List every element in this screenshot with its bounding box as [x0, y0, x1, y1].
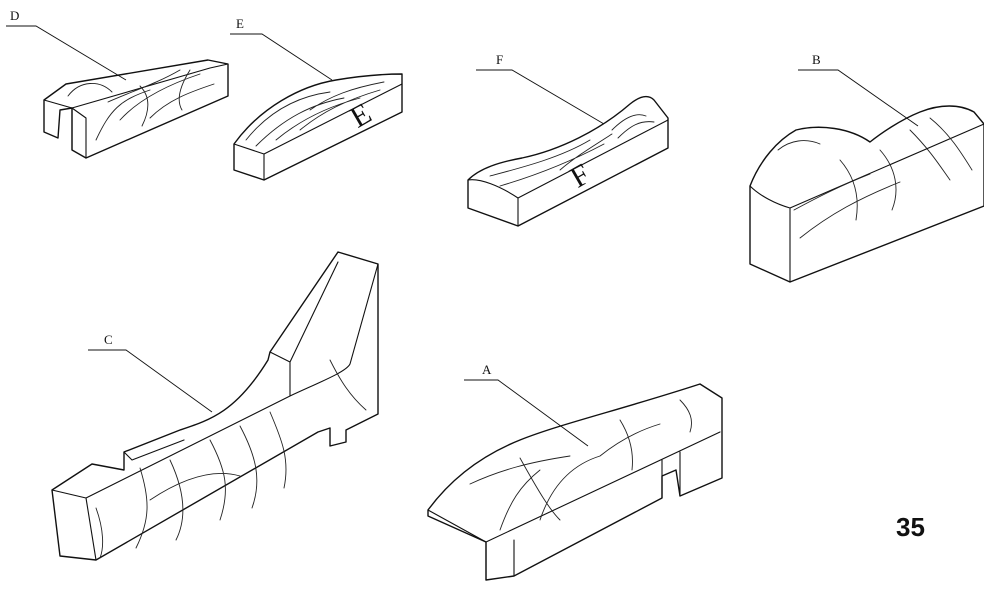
piece-d-grain	[67, 69, 215, 141]
piece-b-body	[749, 105, 984, 283]
piece-a: A	[427, 362, 723, 581]
piece-e-grain	[245, 81, 385, 147]
piece-c: C	[51, 251, 379, 561]
piece-f-leader	[476, 69, 605, 125]
piece-d-leader	[6, 25, 127, 81]
piece-d: D	[6, 8, 229, 159]
piece-f-label: F	[496, 52, 503, 67]
piece-a-body	[427, 383, 723, 581]
piece-b-leader	[798, 69, 919, 127]
piece-f-grain	[489, 114, 655, 187]
piece-c-label: C	[104, 332, 113, 347]
piece-a-edges	[427, 431, 721, 581]
piece-a-grain	[469, 399, 692, 531]
piece-c-leader	[88, 349, 213, 413]
piece-e-edges	[233, 83, 403, 181]
piece-c-body	[51, 251, 379, 561]
piece-e: E E	[230, 16, 403, 181]
piece-f: F F	[467, 52, 669, 227]
piece-d-label: D	[10, 8, 19, 23]
piece-b: B	[749, 52, 984, 283]
piece-e-label: E	[236, 16, 244, 31]
page-number: 35	[896, 512, 925, 542]
piece-b-label: B	[812, 52, 821, 67]
piece-a-leader	[464, 379, 589, 447]
piece-c-grain	[95, 359, 367, 559]
piece-b-edges	[749, 123, 984, 283]
piece-f-edges	[467, 119, 669, 227]
piece-e-leader	[230, 33, 333, 81]
piece-a-label: A	[482, 362, 492, 377]
piece-c-edges	[51, 261, 379, 561]
piece-b-grain	[777, 117, 973, 239]
